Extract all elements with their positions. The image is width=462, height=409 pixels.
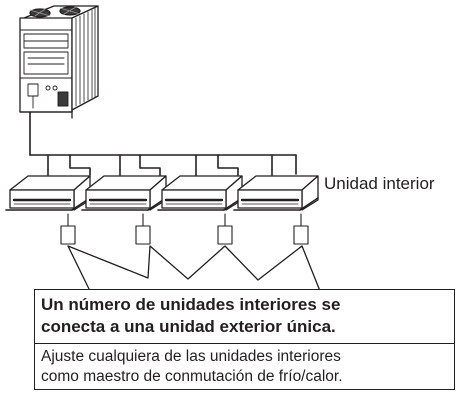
callout-pointer — [67, 245, 321, 292]
indoor-unit-1 — [5, 175, 91, 211]
callout-body-line-1: Ajuste cualquiera de las unidades interi… — [41, 348, 341, 365]
remote-controller-1 — [60, 225, 76, 245]
indoor-unit-3 — [157, 175, 243, 211]
callout-heading-line-2: conecta a una unidad exterior única. — [41, 317, 336, 336]
refrigerant-piping — [29, 111, 297, 176]
callout-heading-line-1: Un número de unidades interiores se — [41, 295, 341, 314]
callout-body: Ajuste cualquiera de las unidades interi… — [35, 344, 454, 389]
remote-controller-3 — [217, 225, 233, 245]
callout-heading: Un número de unidades interiores se cone… — [35, 290, 454, 344]
remote-controllers — [60, 213, 309, 245]
indoor-unit-2 — [81, 175, 167, 211]
remote-controller-4 — [293, 225, 309, 245]
outdoor-unit — [19, 5, 99, 119]
indoor-unit-4 — [233, 175, 319, 211]
remote-controller-2 — [135, 225, 151, 245]
callout-box: Un número de unidades interiores se cone… — [34, 289, 455, 390]
indoor-unit-label: Unidad interior — [324, 174, 435, 193]
callout-body-line-2: como maestro de conmutación de frío/calo… — [41, 368, 343, 385]
